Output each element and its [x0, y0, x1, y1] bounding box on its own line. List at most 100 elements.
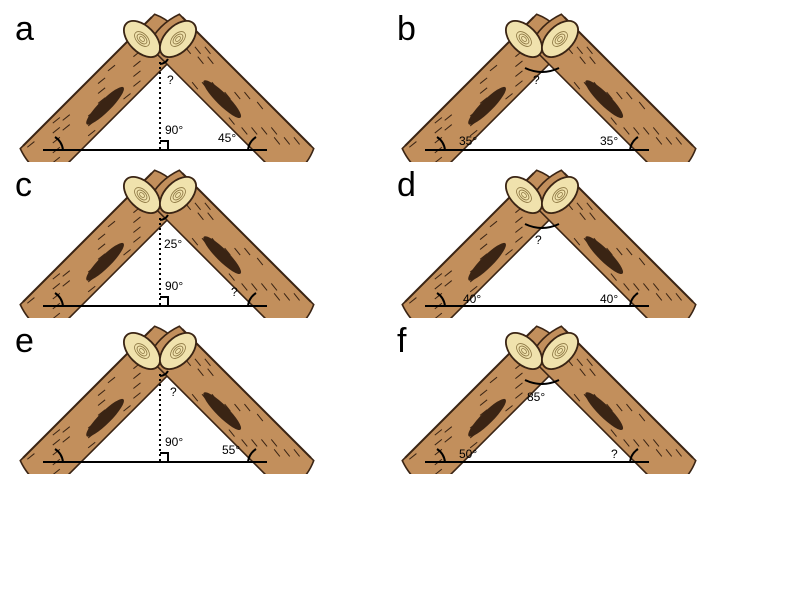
bark-stroke: [207, 212, 214, 221]
left-angle-arc: [54, 136, 64, 151]
bark-stroke: [434, 127, 443, 134]
log-end-grain: [159, 20, 197, 58]
bark-stroke: [52, 448, 61, 456]
bark-knot: [468, 242, 506, 281]
bark-stroke: [616, 403, 623, 412]
bark-stroke: [97, 233, 106, 240]
right-log: [147, 325, 315, 474]
log-triangle-figure: ? 90° 45°: [19, 13, 315, 162]
bark-stroke: [444, 270, 453, 277]
tree-ring: [516, 343, 532, 359]
bark-stroke: [273, 448, 281, 457]
bark-stroke: [207, 56, 214, 65]
log-body: [529, 13, 697, 162]
tree-ring: [518, 189, 530, 201]
bark-stroke: [261, 439, 268, 447]
log-triangle-figure: ?40°40°: [401, 169, 697, 318]
bark-stroke: [643, 127, 650, 135]
right-angle-marker-label: 90°: [165, 123, 183, 137]
bark-stroke: [107, 64, 116, 72]
bark-stroke: [638, 413, 646, 422]
bark-stroke: [133, 80, 141, 87]
bark-stroke: [469, 129, 478, 137]
tree-ring: [557, 192, 563, 198]
bark-stroke: [194, 46, 201, 55]
bark-stroke: [665, 448, 673, 457]
right-angle-arc: [247, 448, 257, 463]
bark-stroke: [434, 429, 443, 436]
bark-stroke: [207, 368, 214, 377]
bark-stroke: [273, 292, 281, 301]
bark-stroke: [52, 127, 61, 134]
bark-stroke: [241, 127, 248, 135]
log-body: [147, 325, 315, 474]
bark-stroke: [52, 468, 61, 474]
top-angle-arc: [159, 58, 169, 65]
log-edge: [563, 328, 694, 459]
bark-stroke: [434, 156, 443, 162]
bark-stroke: [576, 358, 583, 367]
bark-stroke: [261, 283, 268, 291]
bark-stroke: [505, 93, 513, 100]
bark-stroke: [52, 312, 61, 318]
bark-stroke: [505, 405, 513, 412]
log-end-face: [123, 332, 161, 370]
bark-stroke: [434, 312, 443, 318]
right-base-angle-label: 45°: [218, 131, 236, 145]
tree-ring: [175, 36, 181, 42]
panel-a: a ?90°45°: [15, 12, 375, 162]
bark-stroke: [489, 64, 498, 72]
triangle-drawing: [401, 13, 697, 162]
bark-stroke: [576, 202, 583, 211]
bark-stroke: [52, 156, 61, 162]
bark-stroke: [623, 283, 630, 291]
top-angle-label: ?: [167, 73, 174, 87]
triangle-drawing: [19, 13, 315, 162]
triangle-drawing: [401, 325, 697, 474]
bark-stroke: [610, 273, 617, 281]
bark-stroke: [616, 91, 623, 100]
bark-stroke: [62, 436, 71, 443]
bark-stroke: [283, 136, 291, 145]
bark-stroke: [489, 376, 498, 384]
log-body: [147, 13, 315, 162]
bark-stroke: [586, 202, 593, 211]
bark-stroke: [586, 46, 593, 55]
bark-stroke: [52, 429, 61, 436]
left-angle-arc: [54, 448, 64, 463]
tree-ring: [170, 31, 186, 47]
bark-stroke: [261, 127, 268, 135]
bark-stroke: [444, 426, 453, 433]
right-log: [529, 169, 697, 318]
bark-stroke: [576, 46, 583, 55]
tree-ring: [136, 345, 148, 357]
bark-stroke: [251, 439, 258, 447]
tree-ring: [170, 187, 186, 203]
bark-stroke: [573, 393, 581, 402]
bark-stroke: [97, 87, 106, 94]
bark-knot: [585, 236, 624, 274]
bark-stroke: [197, 212, 204, 221]
bark-stroke: [52, 136, 61, 144]
bark-stroke: [241, 283, 248, 291]
right-angle-square: [160, 452, 169, 462]
tree-ring: [521, 192, 527, 198]
log-triangle-figure: ?90°55°: [19, 325, 315, 474]
bark-stroke: [655, 448, 663, 457]
bark-stroke: [665, 292, 673, 301]
bark-stroke: [409, 297, 417, 304]
triangle-drawing: [19, 169, 315, 318]
bark-stroke: [409, 141, 417, 148]
bark-stroke: [409, 453, 417, 460]
left-angle-arc: [54, 292, 64, 307]
bark-stroke: [191, 237, 199, 246]
bark-stroke: [133, 382, 141, 389]
bark-stroke: [515, 236, 523, 243]
bark-stroke: [643, 283, 650, 291]
bark-stroke: [434, 136, 443, 144]
log-end-grain: [541, 332, 579, 370]
bark-stroke: [469, 441, 478, 449]
panel-letter: f: [397, 322, 407, 360]
tree-ring: [134, 31, 150, 47]
bark-knot: [585, 80, 624, 118]
